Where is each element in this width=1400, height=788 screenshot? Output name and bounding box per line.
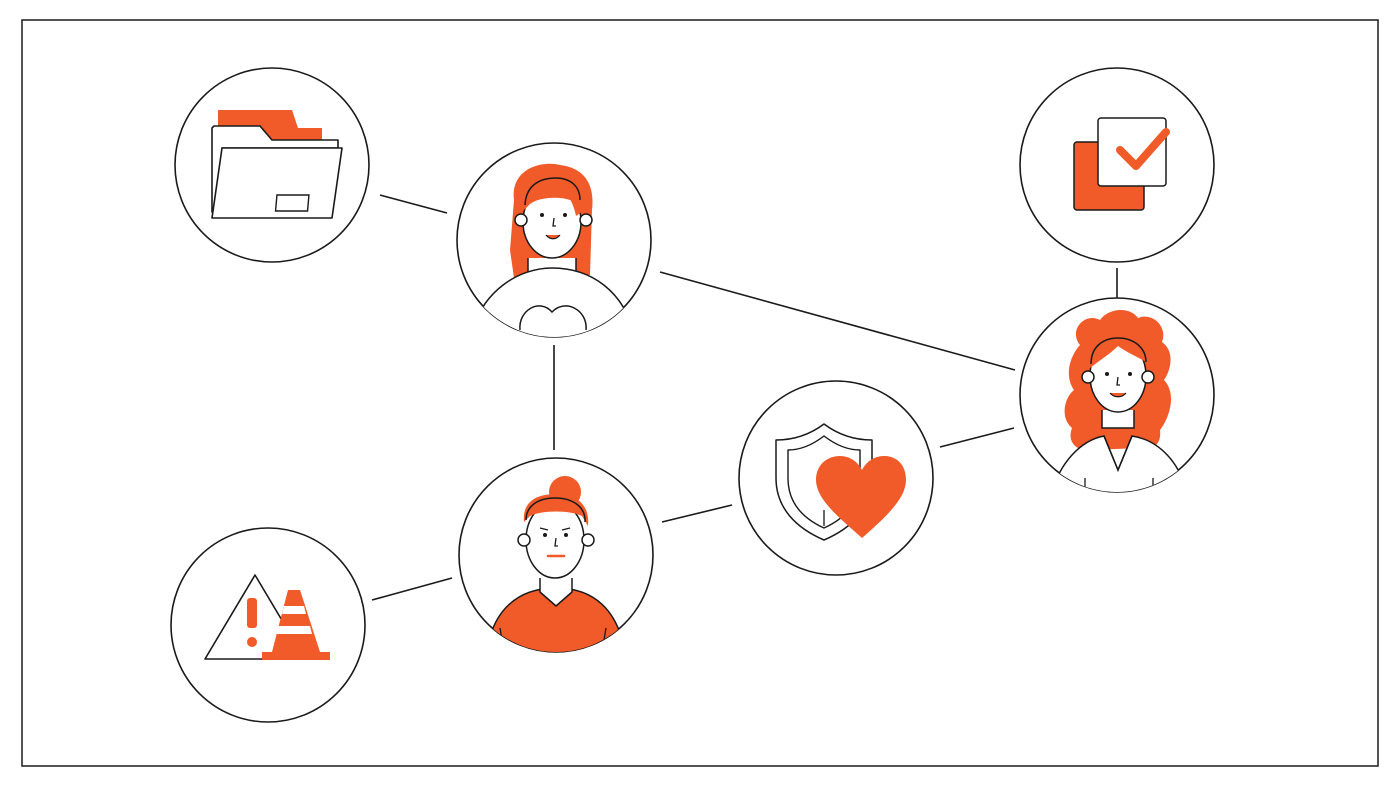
connection-warning-man [371, 577, 453, 601]
man-avatar [485, 476, 627, 652]
connections [371, 194, 1118, 601]
node-shield-heart [738, 380, 934, 576]
folder-icon [211, 110, 343, 219]
node-man [458, 457, 654, 653]
node-woman-top [456, 142, 652, 338]
node-folder [174, 67, 370, 263]
checkbox-checked-icon [1073, 117, 1170, 211]
connection-man-shield [661, 504, 733, 523]
connection-shield-woman-right [939, 427, 1015, 448]
node-warning [170, 527, 366, 723]
node-woman-right [1019, 297, 1215, 493]
warning-cone-icon [204, 574, 330, 660]
woman-straight-hair-avatar [469, 163, 637, 337]
shield-heart-icon [775, 423, 906, 541]
woman-curly-hair-avatar [1049, 309, 1189, 492]
node-checkbox [1019, 67, 1215, 263]
connection-folder-woman [379, 194, 448, 214]
connection-woman-woman-right [659, 271, 1016, 371]
